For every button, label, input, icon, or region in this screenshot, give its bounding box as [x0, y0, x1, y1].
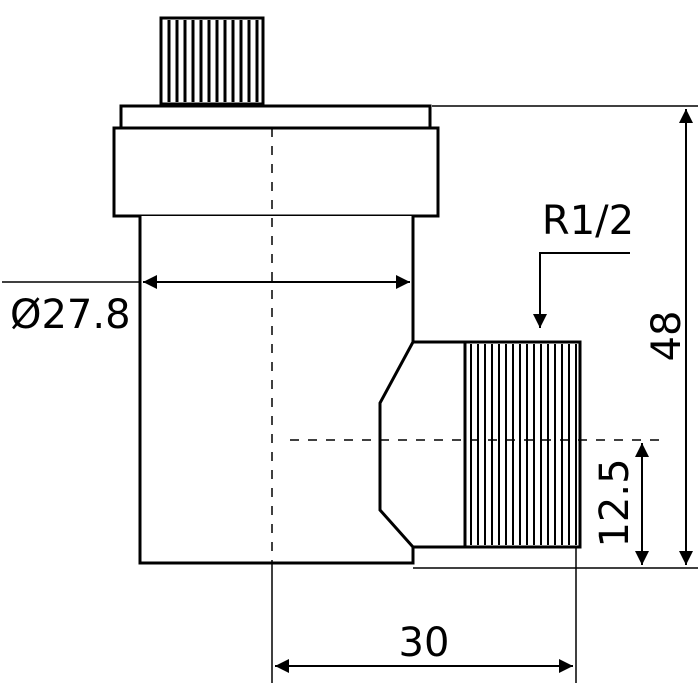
outlet-height-label: 12.5: [592, 458, 638, 547]
valve-body: [138, 216, 415, 565]
threaded-outlet: [463, 340, 582, 549]
height-label: 48: [644, 311, 690, 362]
thread-leader-line: [533, 252, 630, 328]
knurled-cap: [159, 16, 265, 106]
thread-label: R1/2: [542, 198, 634, 244]
top-plate: [119, 104, 432, 130]
offset-label: 30: [399, 620, 450, 666]
head-ring: [112, 126, 440, 218]
diameter-label: Ø27.8: [10, 292, 131, 338]
